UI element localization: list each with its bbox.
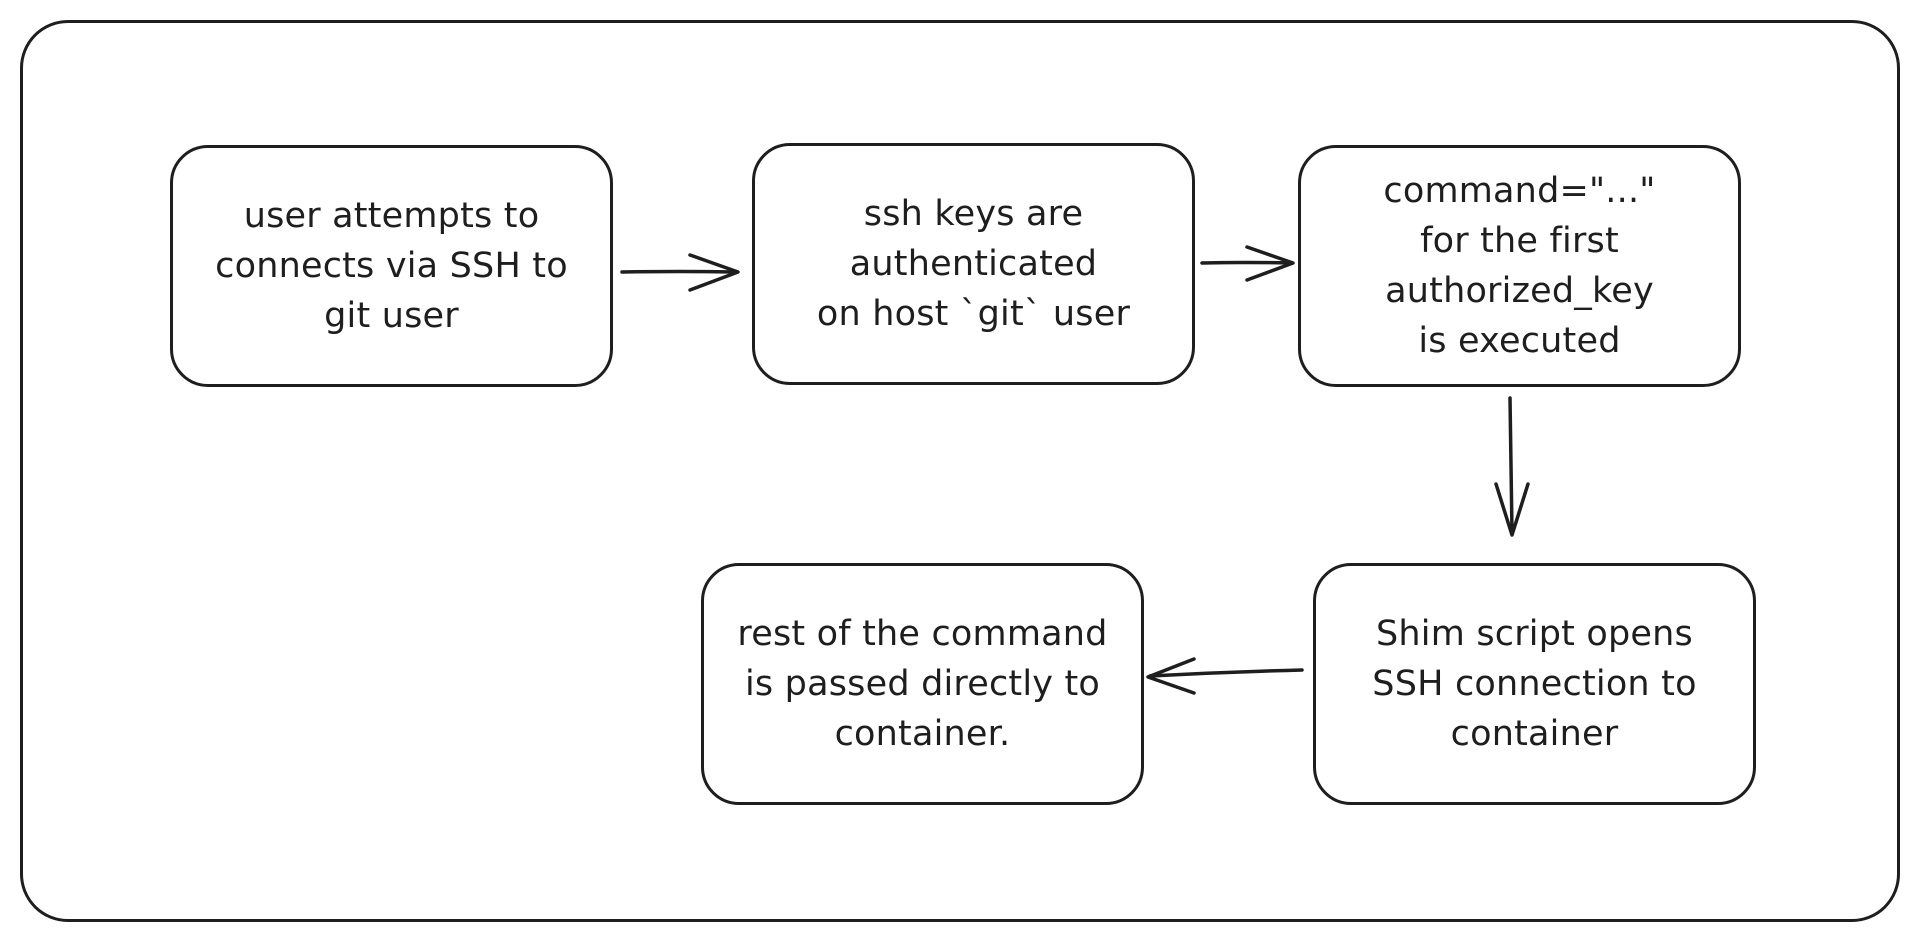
node-command-executed-label: command="..." for the first authorized_k… <box>1383 171 1656 361</box>
diagram-frame <box>20 20 1900 922</box>
node-ssh-connect: user attempts to connects via SSH to git… <box>170 145 613 387</box>
node-command-passed: rest of the command is passed directly t… <box>701 563 1144 805</box>
node-command-executed: command="..." for the first authorized_k… <box>1298 145 1741 387</box>
node-command-passed-label: rest of the command is passed directly t… <box>737 614 1108 754</box>
node-shim-script-label: Shim script opens SSH connection to cont… <box>1372 614 1697 754</box>
node-keys-authenticated-label: ssh keys are authenticated on host `git`… <box>816 194 1131 334</box>
node-ssh-connect-label: user attempts to connects via SSH to git… <box>215 196 568 336</box>
node-shim-script: Shim script opens SSH connection to cont… <box>1313 563 1756 805</box>
node-keys-authenticated: ssh keys are authenticated on host `git`… <box>752 143 1195 385</box>
